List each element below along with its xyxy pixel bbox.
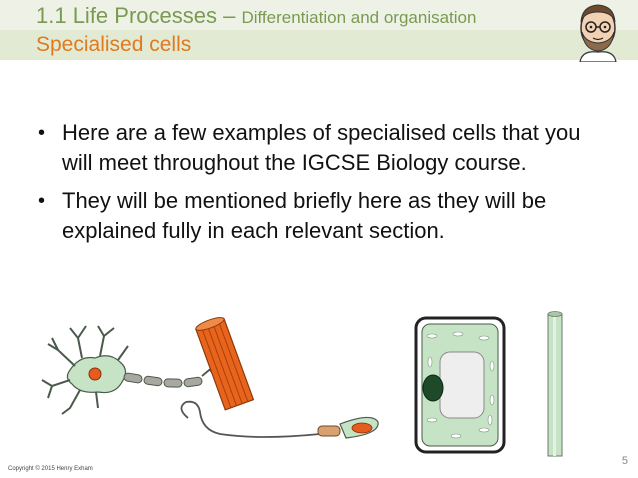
bullet-list: • Here are a few examples of specialised… xyxy=(38,118,608,254)
sperm-cell-icon xyxy=(180,400,379,439)
bullet-marker: • xyxy=(38,122,46,144)
bullet-item: • They will be mentioned briefly here as… xyxy=(38,186,608,246)
bullet-text: They will be mentioned briefly here as t… xyxy=(62,188,547,243)
nerve-cell-icon xyxy=(41,325,231,415)
header-subtitle-band xyxy=(0,30,638,60)
bullet-text: Here are a few examples of specialised c… xyxy=(62,120,581,175)
specialised-cells-illustration xyxy=(41,311,563,457)
bullet-marker: • xyxy=(38,190,46,212)
bullet-item: • Here are a few examples of specialised… xyxy=(38,118,608,178)
title-main: 1.1 Life Processes – xyxy=(36,3,242,28)
page-title: 1.1 Life Processes – Differentiation and… xyxy=(36,3,476,29)
page-subtitle: Specialised cells xyxy=(36,33,192,56)
muscle-cell-icon xyxy=(195,317,255,411)
copyright-text: Copyright © 2015 Henry Exham xyxy=(8,466,93,472)
plant-cell-icon xyxy=(414,316,506,454)
xylem-tube-icon xyxy=(547,311,563,457)
teacher-avatar-icon xyxy=(579,4,617,62)
title-sub: Differentiation and organisation xyxy=(241,8,477,27)
page-number: 5 xyxy=(621,455,628,467)
